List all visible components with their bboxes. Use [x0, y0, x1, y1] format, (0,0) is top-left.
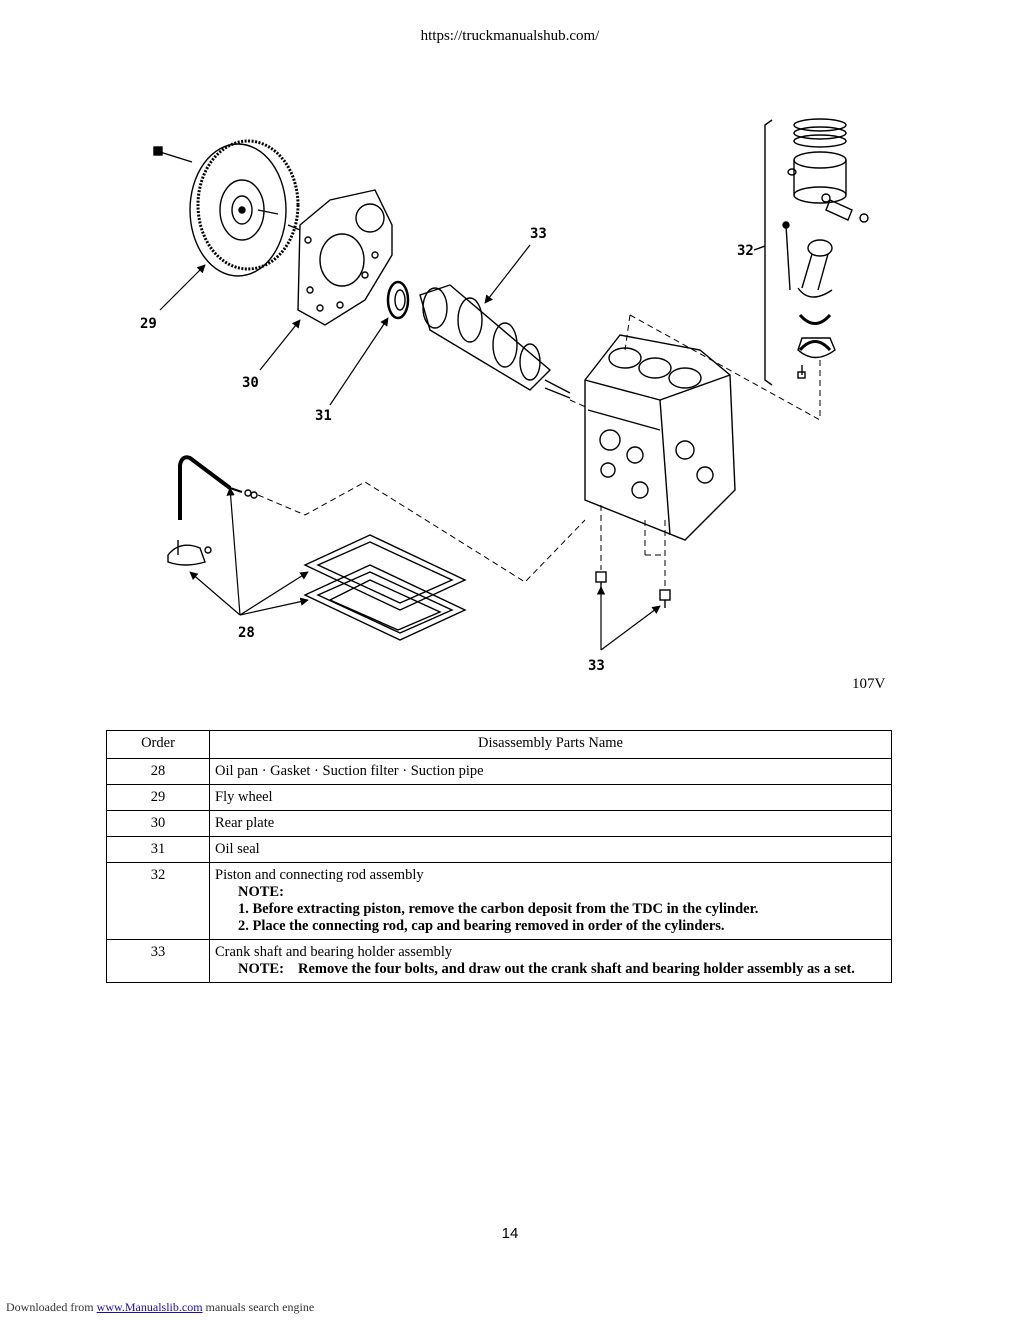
callout-32: 32 [737, 243, 754, 259]
engine-disassembly-diagram: 29 30 31 33 32 28 33 [140, 118, 869, 674]
header-url: https://truckmanualshub.com/ [420, 28, 600, 44]
oil-pan-icon [303, 564, 467, 641]
row-parts-name: Oil seal [209, 836, 892, 863]
note-label: NOTE: [238, 961, 284, 977]
crankshaft-icon [419, 284, 571, 399]
piston-icon [787, 151, 847, 204]
engine-block-icon [584, 334, 736, 541]
table-header-row: Order Disassembly Parts Name [106, 730, 892, 759]
row-order: 29 [106, 784, 210, 811]
bearing-holder-bolt-icon [595, 571, 671, 608]
table-row: 29 Fly wheel [106, 784, 892, 811]
callout-30: 30 [242, 375, 259, 391]
table-row: 30 Rear plate [106, 810, 892, 837]
rear-plate-icon [287, 189, 393, 326]
rod-cap-icon [797, 337, 836, 379]
note-line: 1. Before extracting piston, remove the … [238, 901, 759, 917]
row-parts-name: Oil pan · Gasket · Suction filter · Suct… [209, 758, 892, 785]
note-label: NOTE: [238, 884, 284, 900]
oil-seal-icon [386, 280, 410, 320]
footer-suffix: manuals search engine [205, 1300, 315, 1314]
note-text: Remove the four bolts, and draw out the … [298, 961, 855, 977]
row-order: 33 [106, 939, 210, 983]
row-parts-name: Rear plate [209, 810, 892, 837]
flywheel-bolt-icon [153, 146, 193, 163]
suction-pipe-icon [178, 455, 258, 520]
header-parts-name: Disassembly Parts Name [209, 730, 892, 759]
row-order: 32 [106, 862, 210, 940]
suction-filter-icon [167, 540, 212, 566]
table-row: 28 Oil pan · Gasket · Suction filter · S… [106, 758, 892, 785]
flywheel-icon [189, 139, 300, 277]
gasket-icon [303, 534, 467, 611]
callout-29: 29 [140, 316, 157, 332]
manualslib-link[interactable]: www.Manualslib.com [96, 1300, 203, 1314]
header-order: Order [106, 730, 210, 759]
part-name: Piston and connecting rod assembly [215, 867, 424, 883]
callout-28: 28 [238, 625, 255, 641]
row-order: 31 [106, 836, 210, 863]
disassembly-parts-table: Order Disassembly Parts Name 28 Oil pan … [106, 730, 892, 983]
piston-rings-icon [793, 118, 847, 148]
table-row: 31 Oil seal [106, 836, 892, 863]
footer-prefix: Downloaded from [6, 1300, 94, 1314]
row-order: 30 [106, 810, 210, 837]
callout-31: 31 [315, 408, 332, 424]
row-order: 28 [106, 758, 210, 785]
callout-33-bolts: 33 [588, 658, 605, 674]
callout-33-crankshaft: 33 [530, 226, 547, 242]
figure-code: 107V [852, 676, 886, 692]
connecting-rod-icon [782, 221, 833, 298]
bearing-shell-icon [798, 313, 832, 352]
table-row: 32 Piston and connecting rod assembly NO… [106, 862, 892, 940]
row-parts-name: Piston and connecting rod assembly NOTE:… [209, 862, 892, 940]
row-parts-name: Crank shaft and bearing holder assembly … [209, 939, 892, 983]
table-row: 33 Crank shaft and bearing holder assemb… [106, 939, 892, 983]
piston-pin-icon [821, 193, 869, 223]
page-number: 14 [501, 1225, 519, 1242]
note-block: NOTE: Remove the four bolts, and draw ou… [215, 961, 886, 978]
footer: Downloaded from www.Manualslib.com manua… [6, 1300, 314, 1315]
note-line: 2. Place the connecting rod, cap and bea… [238, 918, 725, 934]
part-name: Crank shaft and bearing holder assembly [215, 944, 453, 960]
row-parts-name: Fly wheel [209, 784, 892, 811]
